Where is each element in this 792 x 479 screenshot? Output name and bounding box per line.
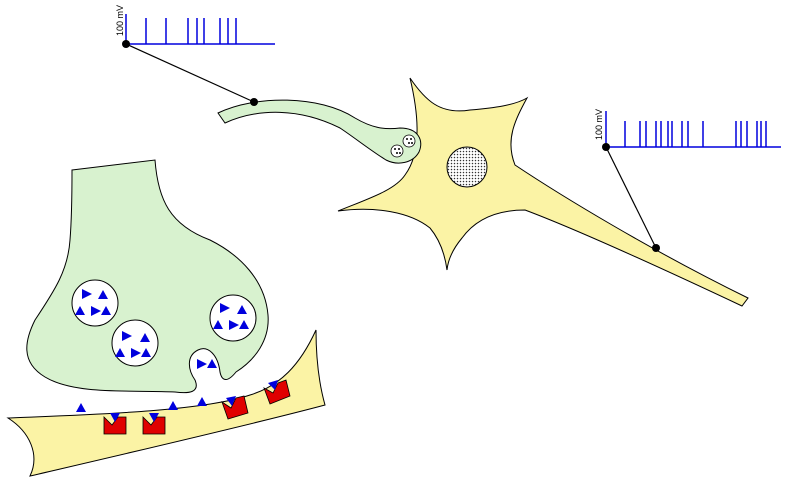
postsynaptic-membrane xyxy=(6,329,326,477)
synaptic-vesicle xyxy=(111,319,159,367)
electrode-tip xyxy=(122,40,130,48)
electrode-wire xyxy=(125,43,255,103)
spike-train xyxy=(145,18,237,44)
nucleus xyxy=(446,146,488,188)
axon-terminal-on-soma xyxy=(217,99,422,164)
receptor xyxy=(142,413,166,435)
electrode-tip xyxy=(602,143,610,151)
recording-right: 100 mV xyxy=(594,109,781,252)
receptor xyxy=(103,413,127,435)
exocytosis-transmitter xyxy=(197,359,217,369)
receptor xyxy=(221,395,249,420)
synaptic-vesicle xyxy=(71,279,119,327)
electrode-contact xyxy=(250,98,258,106)
recording-upper-left: 100 mV xyxy=(115,5,275,106)
electrode-wire xyxy=(605,146,657,249)
synaptic-vesicle xyxy=(209,294,257,342)
neuron-soma xyxy=(337,77,749,307)
receptor xyxy=(263,379,291,405)
spike-train xyxy=(624,121,767,147)
presynaptic-bouton xyxy=(26,159,269,394)
terminal-vesicles xyxy=(390,134,416,158)
electrode-contact xyxy=(652,244,660,252)
cleft-transmitter xyxy=(76,397,207,412)
scale-bar-label: 100 mV xyxy=(594,109,604,140)
scale-bar-label: 100 mV xyxy=(115,5,125,36)
